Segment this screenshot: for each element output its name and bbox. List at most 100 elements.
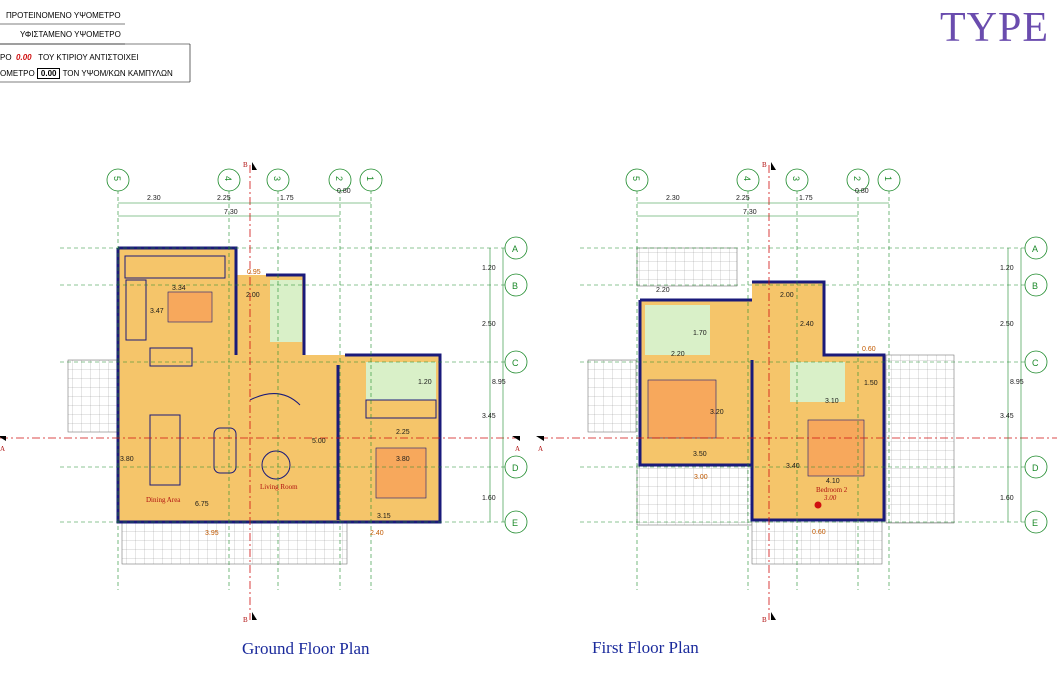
first-col-3: 3 — [791, 176, 801, 181]
ground-grid-lines — [60, 190, 520, 590]
ground-bathroom — [366, 362, 436, 400]
ground-room-dim-1: 3.34 — [172, 285, 186, 292]
ground-wc — [270, 280, 302, 342]
first-room-dim-10: 3.50 — [693, 451, 707, 458]
ground-row-c: C — [512, 358, 519, 368]
first-terrace-east — [885, 354, 955, 524]
first-col-2: 2 — [852, 176, 862, 181]
type-label: TYPE — [940, 5, 1049, 51]
first-top-dim-1: 2.30 — [666, 195, 680, 202]
ground-row-e: E — [512, 518, 518, 528]
legend-line3-prefix: ΡΟ — [0, 53, 12, 62]
first-bottom-dim-1: 3.00 — [694, 474, 708, 481]
ground-section-mark-b-top: B — [243, 161, 248, 169]
first-column-bubbles — [625, 168, 901, 192]
ground-top-dim-2: 2.25 — [217, 195, 231, 202]
first-col-1: 1 — [883, 176, 893, 181]
legend-line4-value: 0.00 — [36, 68, 61, 79]
ground-col-4: 4 — [223, 176, 233, 181]
legend-line-existing: ΥΦΙΣΤΑΜΕΝΟ ΥΨΟΜΕΤΡΟ — [20, 30, 121, 39]
ground-furniture — [124, 255, 437, 486]
ground-right-dim-2: 2.50 — [482, 321, 496, 328]
ground-room-dim-5: 5.00 — [312, 438, 326, 445]
first-section-axes — [540, 165, 1057, 620]
first-row-bubbles — [1024, 236, 1048, 534]
first-level-mark: 3.00 — [823, 494, 837, 502]
ground-room-dining: Dining Area — [146, 496, 181, 504]
ground-bed — [375, 447, 427, 499]
ground-floor-plan: B B A A 5 4 3 2 1 A B C D E 2.30 2.2 — [0, 161, 528, 624]
legend-line4-prefix: ΟΜΕΤΡΟ — [0, 69, 35, 78]
ground-top-dim-1: 2.30 — [147, 195, 161, 202]
first-row-b: B — [1032, 281, 1038, 291]
ground-column-bubbles — [106, 168, 383, 192]
ground-row-a: A — [512, 244, 518, 254]
first-col-4: 4 — [742, 176, 752, 181]
ground-right-dim-1: 1.20 — [482, 265, 496, 272]
first-section-mark-a-left: A — [538, 445, 543, 453]
ground-section-mark-b-bottom: B — [243, 616, 248, 624]
first-col-5: 5 — [631, 176, 641, 181]
ground-section-mark-a-left: A — [0, 445, 5, 453]
first-level-marker-icon — [814, 501, 822, 509]
first-row-d: D — [1032, 463, 1039, 473]
ground-room-dim-3: 2.00 — [246, 292, 260, 299]
ground-col-2: 2 — [334, 176, 344, 181]
legend-line-contour-level: ΟΜΕΤΡΟ 0.00 ΤΟΝ ΥΨΟΜ/ΚΩΝ ΚΑΜΠΥΛΩΝ — [0, 68, 173, 79]
ground-top-dim-3: 1.75 — [280, 195, 294, 202]
ground-room-dim-4: 0.95 — [247, 269, 261, 276]
first-room-dim-9: 3.20 — [710, 409, 724, 416]
ground-dimension-lines — [118, 202, 504, 522]
first-section-markers — [536, 162, 776, 620]
ground-terrace-south — [121, 521, 348, 565]
ground-section-axes — [0, 165, 520, 620]
first-top-dim-4: 0.80 — [855, 188, 869, 195]
first-terrace-west — [587, 359, 637, 433]
first-room-bedroom2: Bedroom 2 — [816, 486, 848, 494]
first-bathroom-1 — [645, 305, 710, 355]
ground-room-dim-11: 3.15 — [377, 513, 391, 520]
first-room-dim-6: 0.60 — [862, 346, 876, 353]
first-terrace-southeast — [751, 519, 883, 565]
first-room-dim-2: 1.70 — [693, 330, 707, 337]
first-right-dim-1: 1.20 — [1000, 265, 1014, 272]
first-room-dim-8: 3.10 — [825, 398, 839, 405]
ground-room-dim-8: 3.80 — [396, 456, 410, 463]
legend-line3-suffix: ΤΟΥ ΚΤΙΡΙΟΥ ΑΝΤΙΣΤΟΙΧΕΙ — [38, 53, 139, 62]
legend-line-building-level: ΡΟ 0.00 ΤΟΥ ΚΤΙΡΙΟΥ ΑΝΤΙΣΤΟΙΧΕΙ — [0, 53, 139, 62]
first-terrace-south — [636, 464, 753, 526]
ground-row-b: B — [512, 281, 518, 291]
first-overall-dim: 7.30 — [743, 209, 757, 216]
first-room-dim-1: 2.20 — [656, 287, 670, 294]
first-section-mark-b-top: B — [762, 161, 767, 169]
first-section-mark-b-bottom: B — [762, 616, 767, 624]
first-room-dim-7: 1.50 — [864, 380, 878, 387]
legend-line-proposed: ΠΡΟΤΕΙΝΟΜΕΝΟ ΥΨΟΜΕΤΡΟ — [6, 11, 121, 20]
ground-right-total: 8.95 — [492, 379, 506, 386]
ground-floor-title: Ground Floor Plan — [242, 639, 370, 658]
first-right-dim-2: 2.50 — [1000, 321, 1014, 328]
ground-room-dim-9: 3.80 — [120, 456, 134, 463]
ground-right-dim-3: 3.45 — [482, 413, 496, 420]
legend-existing-text: ΥΦΙΣΤΑΜΕΝΟ ΥΨΟΜΕΤΡΟ — [20, 30, 121, 39]
ground-room-dim-6: 1.20 — [418, 379, 432, 386]
first-top-dim-2: 2.25 — [736, 195, 750, 202]
first-bed-1 — [647, 379, 717, 439]
first-room-dim-12: 4.10 — [826, 478, 840, 485]
legend-proposed-text: ΠΡΟΤΕΙΝΟΜΕΝΟ ΥΨΟΜΕΤΡΟ — [6, 11, 121, 20]
ground-col-3: 3 — [272, 176, 282, 181]
first-floor-title: First Floor Plan — [592, 638, 699, 657]
first-dimension-lines — [637, 202, 1022, 522]
ground-terrace-west — [67, 359, 119, 433]
first-right-dim-4: 1.60 — [1000, 495, 1014, 502]
ground-row-bubbles — [504, 236, 528, 534]
first-grid-lines — [580, 190, 1040, 590]
ground-overall-dim: 7.30 — [224, 209, 238, 216]
ground-room-dim-7: 2.25 — [396, 429, 410, 436]
first-floor-plan: B B A 5 4 3 2 1 A B C D E 2.30 2.25 1.75… — [536, 161, 1057, 624]
first-right-total: 8.95 — [1010, 379, 1024, 386]
first-room-dim-4: 2.00 — [780, 292, 794, 299]
first-room-dim-5: 2.40 — [800, 321, 814, 328]
ground-right-dim-4: 1.60 — [482, 495, 496, 502]
